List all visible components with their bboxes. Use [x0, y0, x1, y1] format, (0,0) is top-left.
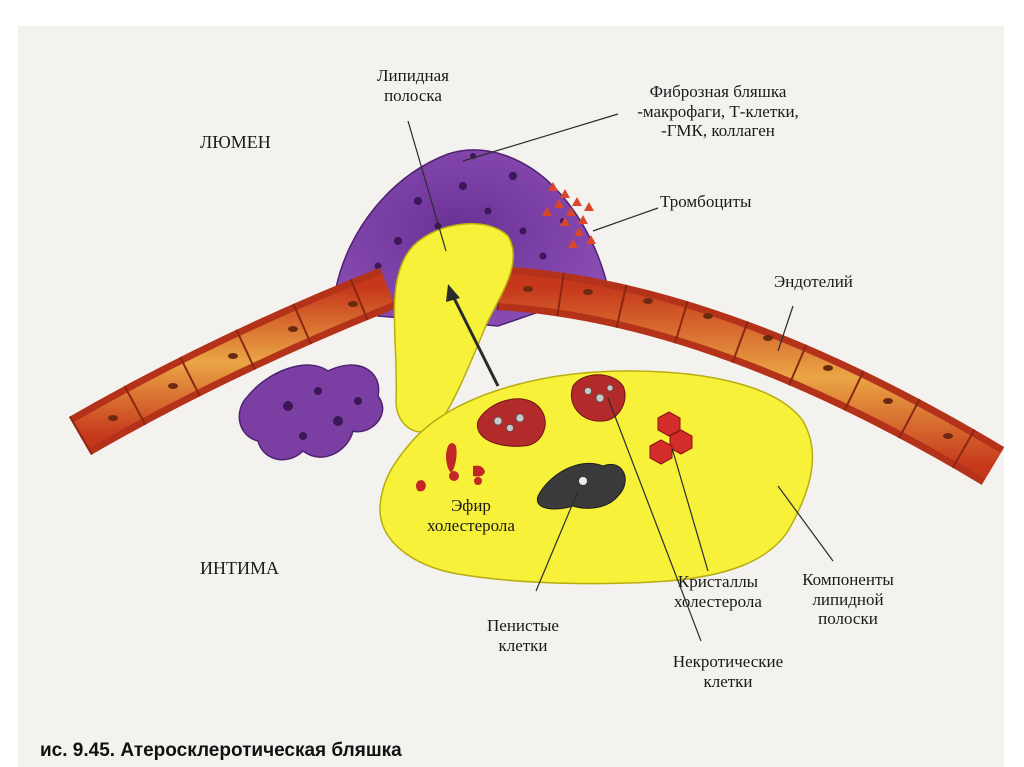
lipid-components-label: Компоненты липидной полоски	[802, 570, 894, 629]
intima-label: ИНТИМА	[200, 558, 279, 578]
endothelium-left	[68, 267, 397, 456]
lipid-stripe-label: Липидная полоска	[377, 66, 449, 105]
endothelium-right	[496, 266, 1004, 485]
figure-page: ЛЮМЕН ИНТИМА Липидная полоска Фиброзная …	[18, 26, 1004, 767]
necrotic-cells-label: Некротические клетки	[672, 652, 784, 691]
endothelium-label: Эндотелий	[774, 272, 853, 291]
foam-cells-label: Пенистые клетки	[487, 616, 559, 655]
macrophage-nuclei	[283, 387, 362, 440]
foam-cell	[536, 462, 626, 510]
cholesterol-crystals	[649, 411, 693, 465]
leader-lines	[407, 113, 834, 642]
necrotic-cells	[477, 374, 626, 447]
macrophage-cluster	[238, 364, 384, 461]
lumen-label: ЛЮМЕН	[200, 132, 271, 152]
atherosclerotic-plaque-diagram	[68, 113, 1004, 642]
figure-caption: ис. 9.45. Атеросклеротическая бляшка	[40, 740, 402, 761]
cholesterol-ester	[416, 443, 485, 492]
migration-arrow	[446, 284, 500, 387]
cholesterol-crystals-label: Кристаллы холестерола	[674, 572, 762, 611]
fibrous-plaque-label: Фиброзная бляшка -макрофаги, Т-клетки, -…	[637, 82, 799, 141]
platelets-label: Тромбоциты	[660, 192, 752, 211]
cholesterol-ester-label: Эфир холестерола	[427, 496, 515, 535]
platelets-cluster	[542, 182, 596, 248]
